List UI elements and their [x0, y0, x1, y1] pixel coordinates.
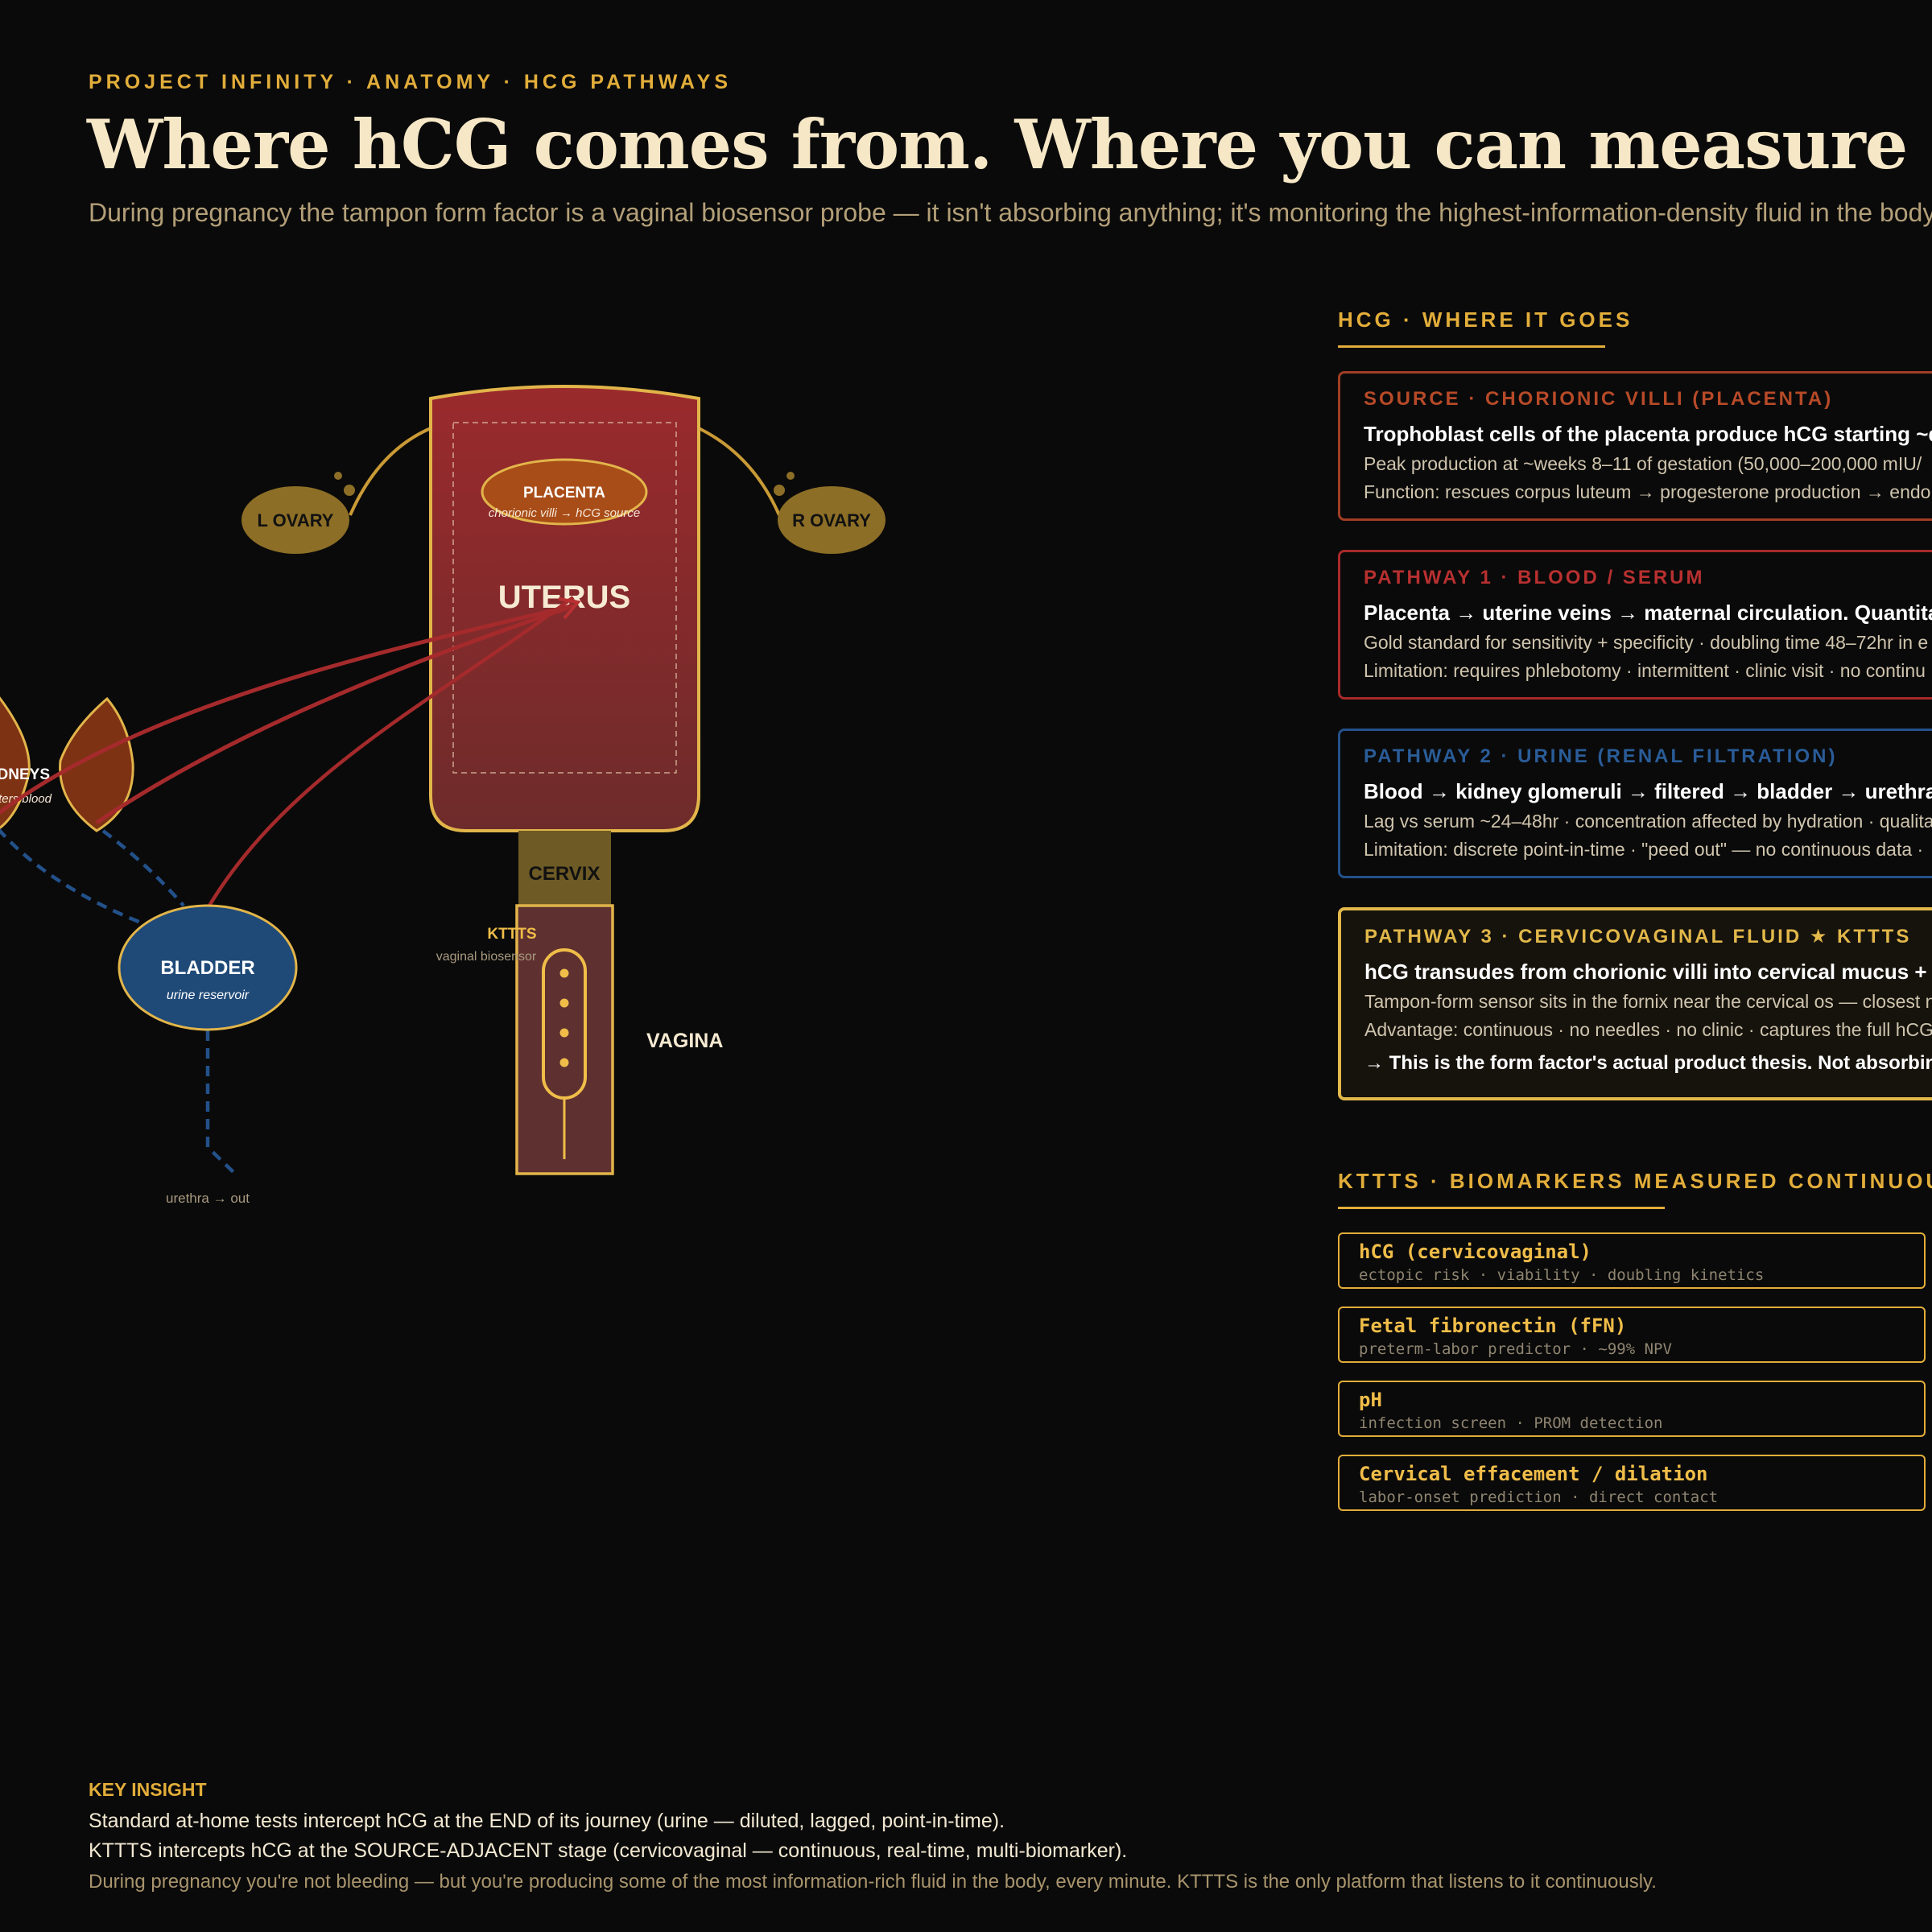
blood-pathway-card: PATHWAY 1 · BLOOD / SERUM Placenta → ute… — [1338, 550, 1932, 700]
bladder — [118, 904, 298, 1031]
source-card: SOURCE · CHORIONIC VILLI (PLACENTA) Trop… — [1338, 371, 1932, 521]
urethra-pathway — [205, 1030, 237, 1175]
biomarker-desc: ectopic risk · viability · doubling kine… — [1359, 1266, 1765, 1284]
sensor-dot-2 — [559, 998, 569, 1008]
biomarker-desc: preterm-labor predictor · ~99% NPV — [1359, 1340, 1672, 1358]
biomarkers-section-rule — [1338, 1207, 1665, 1209]
kttts-card-lead: hCG transudes from chorionic villi into … — [1364, 960, 1932, 984]
kidneys-label: KIDNEYS — [0, 766, 50, 783]
biomarker-item: pH infection screen · PROM detection — [1338, 1381, 1926, 1437]
biomarker-name: Cervical effacement / dilation — [1359, 1463, 1708, 1485]
left-follicle-small — [334, 472, 342, 480]
sensor-label: KTTTS — [487, 926, 536, 943]
blood-pathway-to-right-kidney — [95, 605, 569, 825]
biomarker-desc: infection screen · PROM detection — [1359, 1414, 1663, 1432]
left-fallopian-tube — [349, 427, 431, 516]
kttts-card-label: PATHWAY 3 · CERVICOVAGINAL FLUID ★ KTTTS — [1364, 926, 1912, 947]
sensor-dot-1 — [559, 968, 569, 978]
biomarkers-section-heading: KTTTS · BIOMARKERS MEASURED CONTINUOUSLY — [1338, 1169, 1932, 1193]
sensor-dot-3 — [559, 1028, 569, 1038]
biomarker-item: Fetal fibronectin (fFN) preterm-labor pr… — [1338, 1307, 1926, 1363]
blood-pathway-to-left-kidney — [0, 603, 574, 815]
sensor-dot-4 — [559, 1058, 569, 1067]
hcg-section-heading: HCG · WHERE IT GOES — [1338, 308, 1633, 332]
urethra-label: urethra → out — [166, 1191, 250, 1206]
source-card-line: Function: rescues corpus luteum → proges… — [1364, 481, 1932, 502]
vagina-label: VAGINA — [646, 1030, 723, 1052]
anatomy-diagram: PLACENTA chorionic villi → hCG source UT… — [0, 385, 886, 1206]
blood-pathway-arrowhead — [558, 597, 581, 620]
biomarker-name: pH — [1359, 1389, 1382, 1411]
placenta-label: PLACENTA — [523, 485, 605, 502]
right-follicle-large — [774, 485, 785, 496]
biomarker-item: Cervical effacement / dilation labor-ons… — [1338, 1455, 1926, 1511]
urine-card-line: Limitation: discrete point-in-time · "pe… — [1364, 839, 1924, 860]
blood-card-line: Limitation: requires phlebotomy · interm… — [1364, 660, 1926, 681]
kttts-card-line: Advantage: continuous · no needles · no … — [1364, 1019, 1932, 1040]
urine-pathway-card: PATHWAY 2 · URINE (RENAL FILTRATION) Blo… — [1338, 729, 1932, 878]
blood-card-lead: Placenta → uterine veins → maternal circ… — [1364, 601, 1932, 625]
source-card-lead: Trophoblast cells of the placenta produc… — [1364, 422, 1932, 446]
biomarker-item: hCG (cervicovaginal) ectopic risk · viab… — [1338, 1232, 1926, 1289]
source-card-line: Peak production at ~weeks 8–11 of gestat… — [1364, 453, 1922, 474]
blood-card-line: Gold standard for sensitivity + specific… — [1364, 632, 1929, 653]
placenta-sublabel: chorionic villi → hCG source — [489, 506, 640, 520]
bladder-label: BLADDER — [160, 957, 254, 979]
key-insight-note: During pregnancy you're not bleeding — b… — [89, 1871, 1657, 1893]
blood-card-label: PATHWAY 1 · BLOOD / SERUM — [1364, 567, 1705, 588]
right-fallopian-tube — [698, 427, 781, 516]
left-ovary — [242, 486, 349, 554]
key-insight-line: Standard at-home tests intercept hCG at … — [89, 1810, 1005, 1832]
cervix — [518, 831, 611, 905]
left-follicle-large — [344, 485, 355, 496]
sensor-sublabel: vaginal biosensor — [436, 950, 537, 964]
uterine-cavity-outline — [452, 422, 677, 774]
eyebrow: PROJECT INFINITY · ANATOMY · HCG PATHWAY… — [89, 71, 733, 93]
right-ovary — [778, 486, 886, 554]
right-kidney — [59, 696, 134, 832]
blood-pathway-to-bladder — [208, 596, 575, 907]
urine-pathway-left-ureter — [0, 828, 142, 925]
right-ovary-label: R OVARY — [792, 510, 871, 530]
biomarker-desc: labor-onset prediction · direct contact — [1359, 1488, 1719, 1506]
urine-card-label: PATHWAY 2 · URINE (RENAL FILTRATION) — [1364, 745, 1838, 767]
kttts-card-line: Tampon-form sensor sits in the fornix ne… — [1364, 991, 1932, 1012]
key-insight-line: KTTTS intercepts hCG at the SOURCE-ADJAC… — [89, 1839, 1128, 1862]
key-insight: KEY INSIGHT Standard at-home tests inter… — [89, 1779, 1657, 1893]
page-title: Where hCG comes from. Where you can meas… — [87, 105, 1932, 184]
left-ovary-label: L OVARY — [258, 510, 334, 530]
right-follicle-small — [786, 472, 795, 480]
page-subtitle: During pregnancy the tampon form factor … — [89, 198, 1932, 227]
urine-pathway-right-ureter — [101, 829, 185, 907]
hcg-section-rule — [1338, 345, 1605, 348]
placenta — [481, 458, 648, 526]
biomarker-name: Fetal fibronectin (fFN) — [1359, 1315, 1627, 1337]
cervix-label: CERVIX — [529, 863, 601, 885]
kttts-pathway-card: PATHWAY 3 · CERVICOVAGINAL FLUID ★ KTTTS… — [1338, 907, 1932, 1100]
biomarker-name: hCG (cervicovaginal) — [1359, 1241, 1591, 1263]
bladder-sublabel: urine reservoir — [167, 989, 250, 1002]
kttts-card-thesis: → This is the form factor's actual produ… — [1364, 1052, 1932, 1074]
urine-card-lead: Blood → kidney glomeruli → filtered → bl… — [1364, 779, 1932, 803]
key-insight-heading: KEY INSIGHT — [89, 1779, 207, 1800]
source-card-label: SOURCE · CHORIONIC VILLI (PLACENTA) — [1364, 388, 1834, 410]
urine-card-line: Lag vs serum ~24–48hr · concentration af… — [1364, 811, 1932, 832]
